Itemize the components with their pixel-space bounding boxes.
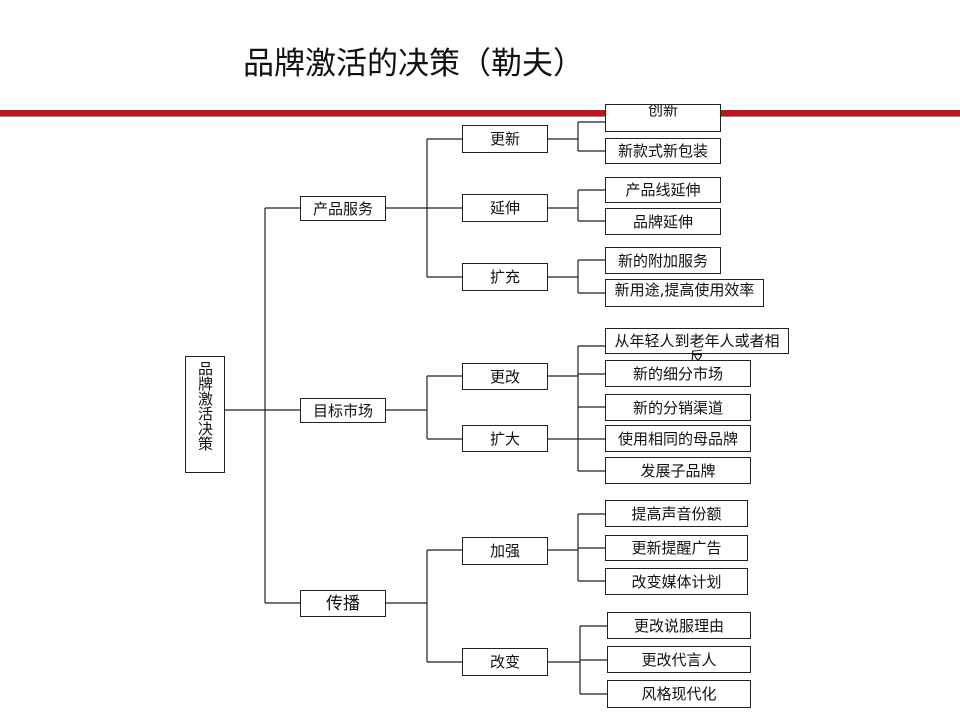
group-node-enlarge: 扩大	[462, 425, 548, 452]
leaf-node-persuasion-reason: 更改说服理由	[607, 612, 751, 639]
root-node: 品牌激活决策	[185, 356, 225, 473]
leaf-label: 创新	[647, 104, 678, 119]
group-node-strengthen: 加强	[462, 537, 548, 565]
leaf-node-new-style-packaging: 新款式新包装	[605, 138, 721, 164]
group-node-extend: 延伸	[462, 194, 548, 222]
leaf-node-new-service: 新的附加服务	[605, 247, 721, 274]
branch-node-product-service: 产品服务	[300, 196, 386, 221]
leaf-node-new-segment: 新的细分市场	[605, 360, 751, 387]
leaf-node-spokesperson: 更改代言人	[607, 646, 751, 673]
branch-node-target-market: 目标市场	[300, 398, 386, 423]
leaf-node-brand-extension: 品牌延伸	[605, 208, 721, 235]
leaf-node-new-use: 新用途,提高使用效率	[605, 279, 764, 307]
root-node-label: 品牌激活决策	[196, 361, 214, 451]
leaf-node-product-line-extension: 产品线延伸	[605, 177, 721, 203]
group-node-expand: 扩充	[462, 263, 548, 291]
leaf-node-young-to-old: 从年轻人到老年人或者相反	[605, 328, 789, 365]
title-rule-red	[0, 110, 960, 116]
leaf-node-modernize-style: 风格现代化	[607, 680, 751, 708]
leaf-node-media-plan: 改变媒体计划	[605, 568, 748, 595]
page-title: 品牌激活的决策（勒夫）	[243, 46, 584, 82]
leaf-node-innovation: 创新	[605, 104, 721, 132]
group-node-change: 更改	[462, 363, 548, 390]
branch-node-communication: 传播	[300, 590, 386, 617]
leaf-node-reminder-ads: 更新提醒广告	[605, 535, 748, 561]
leaf-node-new-channel: 新的分销渠道	[605, 394, 751, 421]
group-node-alter: 改变	[462, 648, 548, 676]
title-rule-gray	[0, 116, 960, 117]
group-node-renew: 更新	[462, 125, 548, 153]
leaf-node-sub-brand: 发展子品牌	[605, 457, 751, 484]
leaf-node-parent-brand: 使用相同的母品牌	[605, 425, 751, 452]
leaf-node-share-of-voice: 提高声音份额	[605, 500, 748, 527]
